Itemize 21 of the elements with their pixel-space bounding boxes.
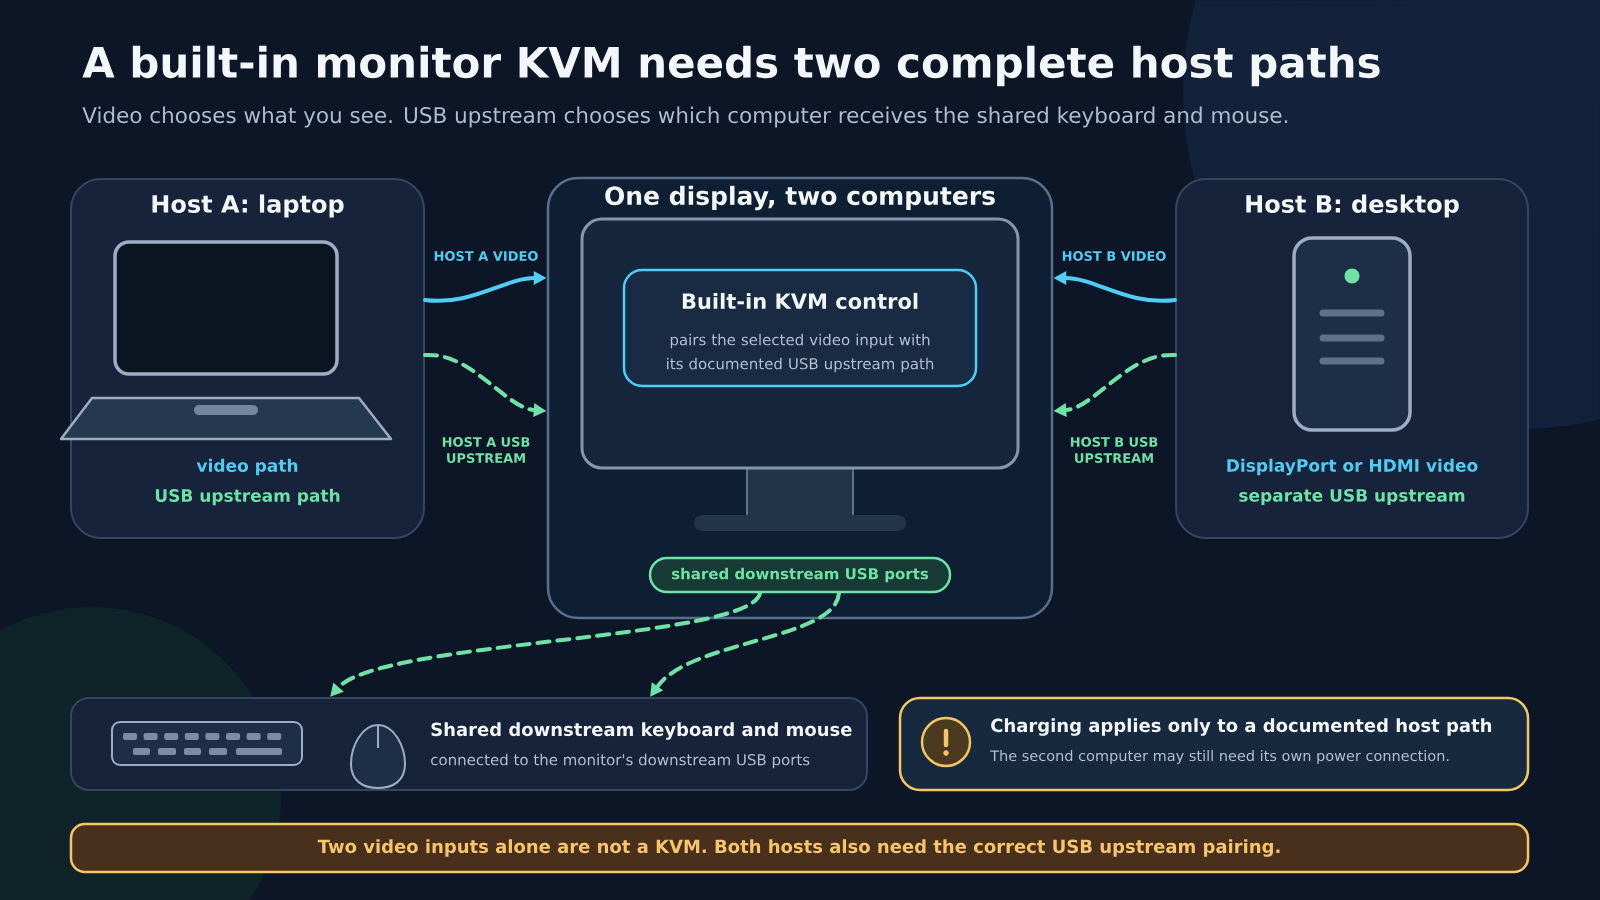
edge-label: HOST B USB UPSTREAM [1070, 437, 1158, 464]
panel-heading: Host A: laptop [152, 194, 344, 218]
path-label: DisplayPort or HDMI video [1227, 458, 1478, 476]
card-text: The second computer may still need its own power connection. [990, 750, 1449, 764]
edge-label: HOST B VIDEO [1062, 251, 1166, 261]
note-banner: Two video inputs alone are not a KVM. Both hosts also need the correct USB upstream pairing. [69, 822, 1530, 874]
path-label: USB upstream path [155, 488, 340, 506]
card-text: connected to the monitor's downstream USB ports [431, 753, 810, 769]
card-heading: Shared downstream keyboard and mouse [431, 722, 852, 740]
edge-label: HOST A USB UPSTREAM [442, 437, 530, 464]
page-title: A built-in monitor KVM needs two complete host paths [82, 45, 1380, 87]
subtitle: Video chooses what you see. USB upstream chooses which computer receives the shared keyboard and mouse. [82, 106, 1288, 128]
edge-label: HOST A VIDEO [434, 251, 538, 261]
panel-heading: Host B: desktop [1246, 194, 1459, 218]
panel-heading: One display, two computers [605, 185, 995, 211]
port-tag: shared downstream USB ports [648, 556, 952, 594]
path-label: video path [196, 458, 298, 476]
path-label: separate USB upstream [1239, 488, 1465, 506]
card-heading: Charging applies only to a documented host path [991, 718, 1492, 736]
box-text: pairs the selected video input with its documented USB upstream path [667, 333, 934, 373]
box-heading: Built-in KVM control [682, 292, 918, 310]
